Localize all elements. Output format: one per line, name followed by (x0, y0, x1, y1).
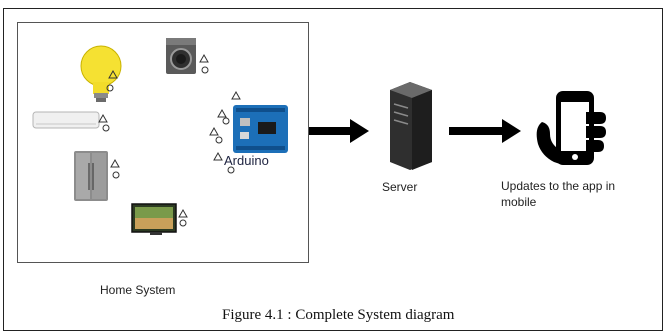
refrigerator-icon (74, 151, 108, 201)
arduino-label: Arduino (224, 153, 269, 168)
tv-sensor-icon (178, 208, 188, 227)
television-icon (131, 203, 177, 235)
ac-sensor-icon (98, 113, 110, 132)
figure-caption: Figure 4.1 : Complete System diagram (222, 307, 455, 323)
arrow-home-to-server (309, 119, 369, 143)
arrow-server-to-mobile (449, 119, 521, 143)
air-conditioner-icon (32, 111, 100, 129)
mobile-phone-icon (536, 91, 606, 165)
light-bulb-icon (80, 45, 122, 102)
arduino-sensor-icons (209, 90, 241, 174)
diagram-frame (3, 8, 663, 331)
washer-sensor-icon (199, 53, 209, 74)
server-icon (390, 82, 432, 170)
arduino-board-icon (233, 105, 288, 153)
home-system-label: Home System (100, 283, 176, 297)
washing-machine-icon (166, 38, 196, 74)
mobile-label: Updates to the app in mobile (501, 179, 616, 209)
server-label: Server (382, 180, 418, 194)
bulb-sensor-icon (106, 69, 118, 92)
fridge-sensor-icon (110, 158, 120, 179)
